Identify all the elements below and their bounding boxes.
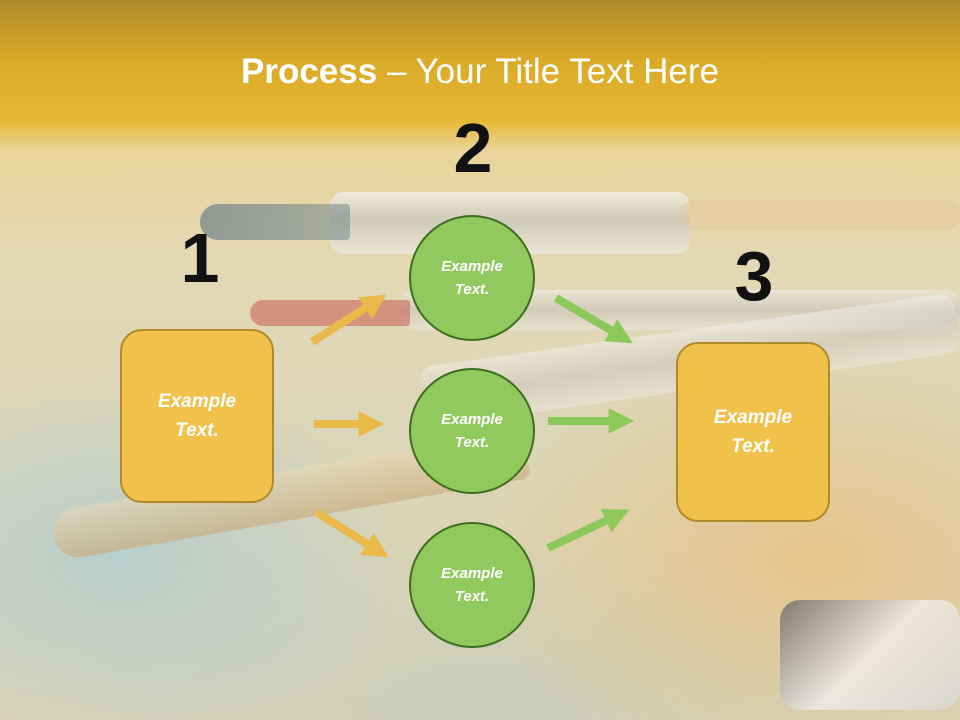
step-3-line1: Example: [713, 407, 793, 428]
circle-bottom-line1: Example: [441, 565, 503, 582]
circle-bottom-line2: Text.: [454, 588, 490, 605]
step-number-1: 1: [180, 219, 220, 297]
circle-top-line2: Text.: [454, 281, 490, 298]
arrow-left-to-top: [309, 294, 387, 346]
step-1-line1: Example: [157, 391, 237, 412]
step-3-line2: Text.: [731, 436, 775, 457]
step-number-3: 3: [734, 237, 774, 315]
circle-top-line1: Example: [441, 258, 503, 275]
title-rest: – Your Title Text Here: [377, 52, 719, 91]
circle-middle-line2: Text.: [454, 434, 490, 451]
arrow-bottom-to-right: [546, 508, 630, 552]
title-bold: Process: [241, 52, 378, 91]
slide-title: Process – Your Title Text Here: [0, 52, 960, 92]
arrow-left-to-bottom: [313, 508, 389, 558]
arrow-top-to-right: [553, 294, 633, 344]
step-1-line2: Text.: [175, 420, 219, 441]
step-number-2: 2: [453, 109, 493, 187]
circle-middle-line1: Example: [441, 411, 503, 428]
